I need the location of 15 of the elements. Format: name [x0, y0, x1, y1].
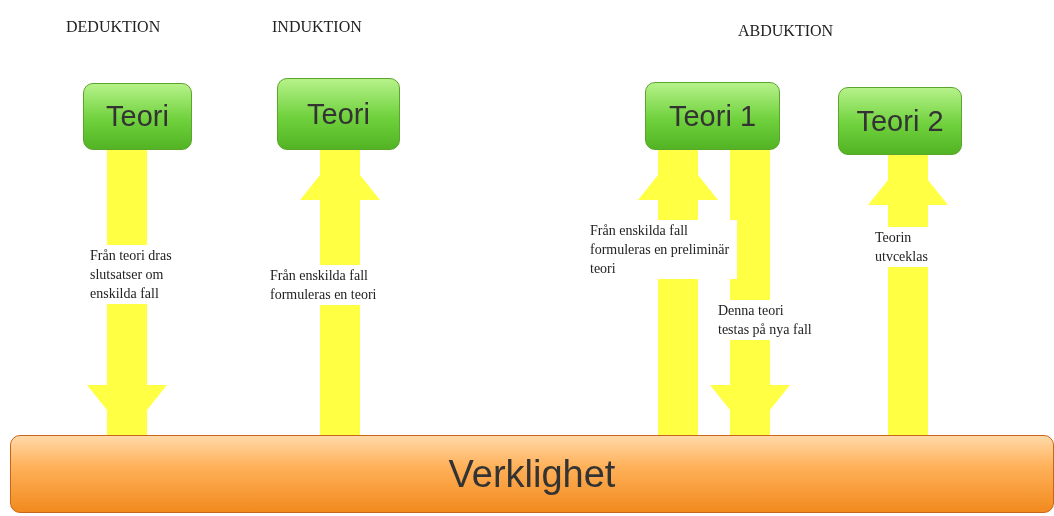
block-arrow	[638, 150, 718, 435]
edge-label: Denna teori testas på nya fall	[716, 300, 815, 340]
method-heading: ABDUKTION	[738, 22, 834, 40]
reality-bar: Verklighet	[10, 435, 1054, 513]
block-arrow	[300, 150, 380, 435]
theory-box: Teori 1	[645, 82, 780, 150]
block-arrow	[710, 150, 790, 435]
block-arrow	[87, 150, 167, 435]
theory-box: Teori 2	[838, 87, 962, 155]
method-heading: INDUKTION	[272, 18, 362, 36]
theory-box: Teori	[83, 83, 192, 150]
theory-box: Teori	[277, 78, 400, 150]
edge-label: Från enskilda fall formuleras en preliminär teori	[588, 220, 737, 279]
block-arrow	[868, 155, 948, 435]
method-heading: DEDUKTION	[66, 18, 161, 36]
